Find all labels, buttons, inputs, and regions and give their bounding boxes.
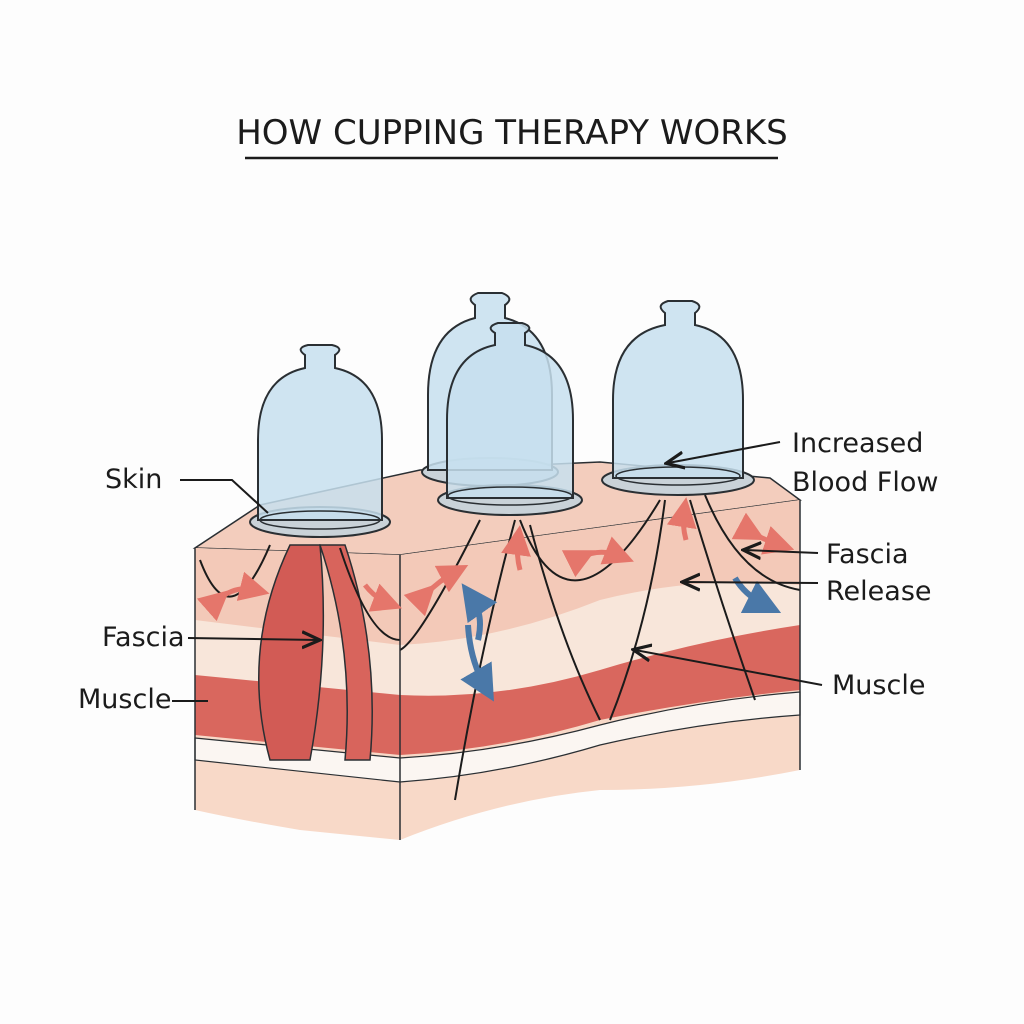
red-arrow (561, 536, 634, 578)
blue-arrow (460, 624, 494, 702)
leader-skin (180, 479, 269, 514)
red-arrow (501, 525, 531, 571)
leader-fascia-release-1 (745, 550, 819, 553)
leader-fascia-release-2 (684, 582, 819, 583)
label-increased: Increased (792, 428, 923, 459)
label-muscle-right: Muscle (832, 670, 925, 701)
label-release: Release (826, 576, 932, 607)
cup-center (437, 322, 583, 516)
leader-blood-flow (668, 441, 781, 463)
page-title: HOW CUPPING THERAPY WORKS (236, 113, 788, 153)
blue-arrow (461, 583, 498, 641)
red-arrow (666, 497, 697, 541)
blue-arrow (732, 576, 782, 614)
label-skin: Skin (105, 464, 162, 495)
red-arrow (403, 564, 469, 617)
cup-right (601, 300, 755, 496)
leader-fascia-left (187, 638, 318, 640)
leader-muscle-right (635, 650, 823, 686)
label-fascia-right: Fascia (826, 539, 909, 570)
red-arrow (196, 571, 270, 622)
tissue-block (192, 461, 802, 840)
label-fascia-left: Fascia (102, 622, 185, 653)
label-muscle-left: Muscle (78, 684, 171, 715)
label-blood-flow: Blood Flow (792, 467, 938, 498)
red-arrow (363, 583, 402, 612)
red-arrow (731, 512, 795, 555)
cup-left (249, 344, 391, 538)
